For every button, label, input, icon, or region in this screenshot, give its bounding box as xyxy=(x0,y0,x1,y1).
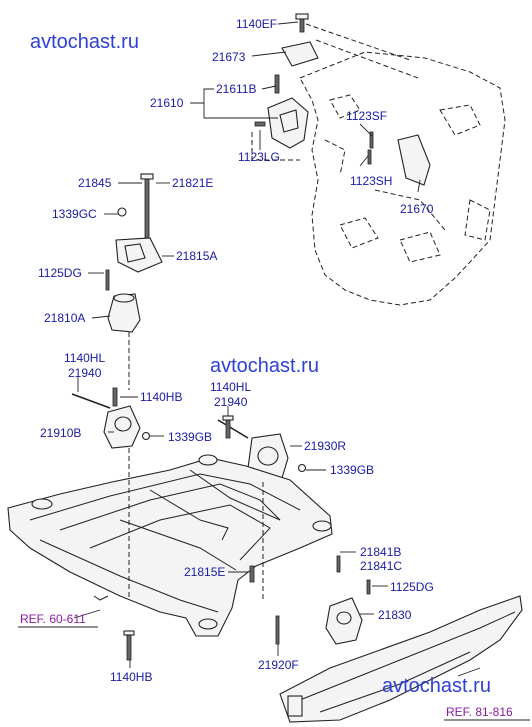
label-1140HL-left: 1140HL xyxy=(64,351,105,365)
label-21841C: 21841C xyxy=(360,559,402,573)
side-rail xyxy=(279,595,523,723)
bolts xyxy=(123,415,255,661)
label-1123LG: 1123LG xyxy=(238,150,280,164)
label-1339GB-right: 1339GB xyxy=(330,463,374,477)
label-21821E: 21821E xyxy=(172,176,213,190)
label-21815E: 21815E xyxy=(184,565,225,579)
ref-60-611[interactable]: REF. 60-611 xyxy=(18,612,98,628)
bracket-21610 xyxy=(254,13,319,149)
label-21810A: 21810A xyxy=(44,311,85,325)
engine-block-outline xyxy=(299,51,506,306)
label-21940-left: 21940 xyxy=(68,366,102,380)
label-1125DG-lower: 1125DG xyxy=(390,580,434,594)
label-1140HB-lower: 1140HB xyxy=(110,670,152,684)
label-21673: 21673 xyxy=(212,50,246,64)
ref-81-816[interactable]: REF. 81-816 xyxy=(444,705,530,721)
leader-lines xyxy=(73,21,481,677)
assembly-lines xyxy=(128,23,419,600)
label-21920F: 21920F xyxy=(258,658,299,672)
bracket-21670 xyxy=(367,131,431,186)
label-1339GB-left: 1339GB xyxy=(168,430,212,444)
label-1123SF: 1123SF xyxy=(346,109,387,123)
mount-21810A-stack xyxy=(105,173,163,333)
label-21930R: 21930R xyxy=(304,439,346,453)
label-1140HB-upper: 1140HB xyxy=(140,390,182,404)
label-1123SH: 1123SH xyxy=(350,174,392,188)
label-1140HL-right: 1140HL xyxy=(210,380,251,394)
label-21611B: 21611B xyxy=(216,82,256,96)
label-21610: 21610 xyxy=(150,96,184,110)
subframe xyxy=(7,454,333,637)
watermark-top: avtochast.ru xyxy=(30,31,139,53)
label-21841B: 21841B xyxy=(360,545,401,559)
watermark-bottom: avtochast.ru xyxy=(382,675,491,697)
label-1140EF: 1140EF xyxy=(236,17,277,31)
ref-60-611-text: REF. 60-611 xyxy=(20,612,86,626)
label-21815A: 21815A xyxy=(176,249,217,263)
watermark-middle: avtochast.ru xyxy=(210,355,319,377)
label-21845: 21845 xyxy=(78,176,112,190)
label-1339GC: 1339GC xyxy=(52,207,97,221)
mount-21910B xyxy=(71,387,151,449)
label-21830: 21830 xyxy=(378,608,412,622)
label-1125DG-upper: 1125DG xyxy=(38,266,82,280)
label-21670: 21670 xyxy=(400,202,434,216)
mount-21830 xyxy=(275,555,371,645)
label-21910B: 21910B xyxy=(40,426,81,440)
ref-81-816-text: REF. 81-816 xyxy=(446,705,513,719)
label-21940-right: 21940 xyxy=(214,395,248,409)
